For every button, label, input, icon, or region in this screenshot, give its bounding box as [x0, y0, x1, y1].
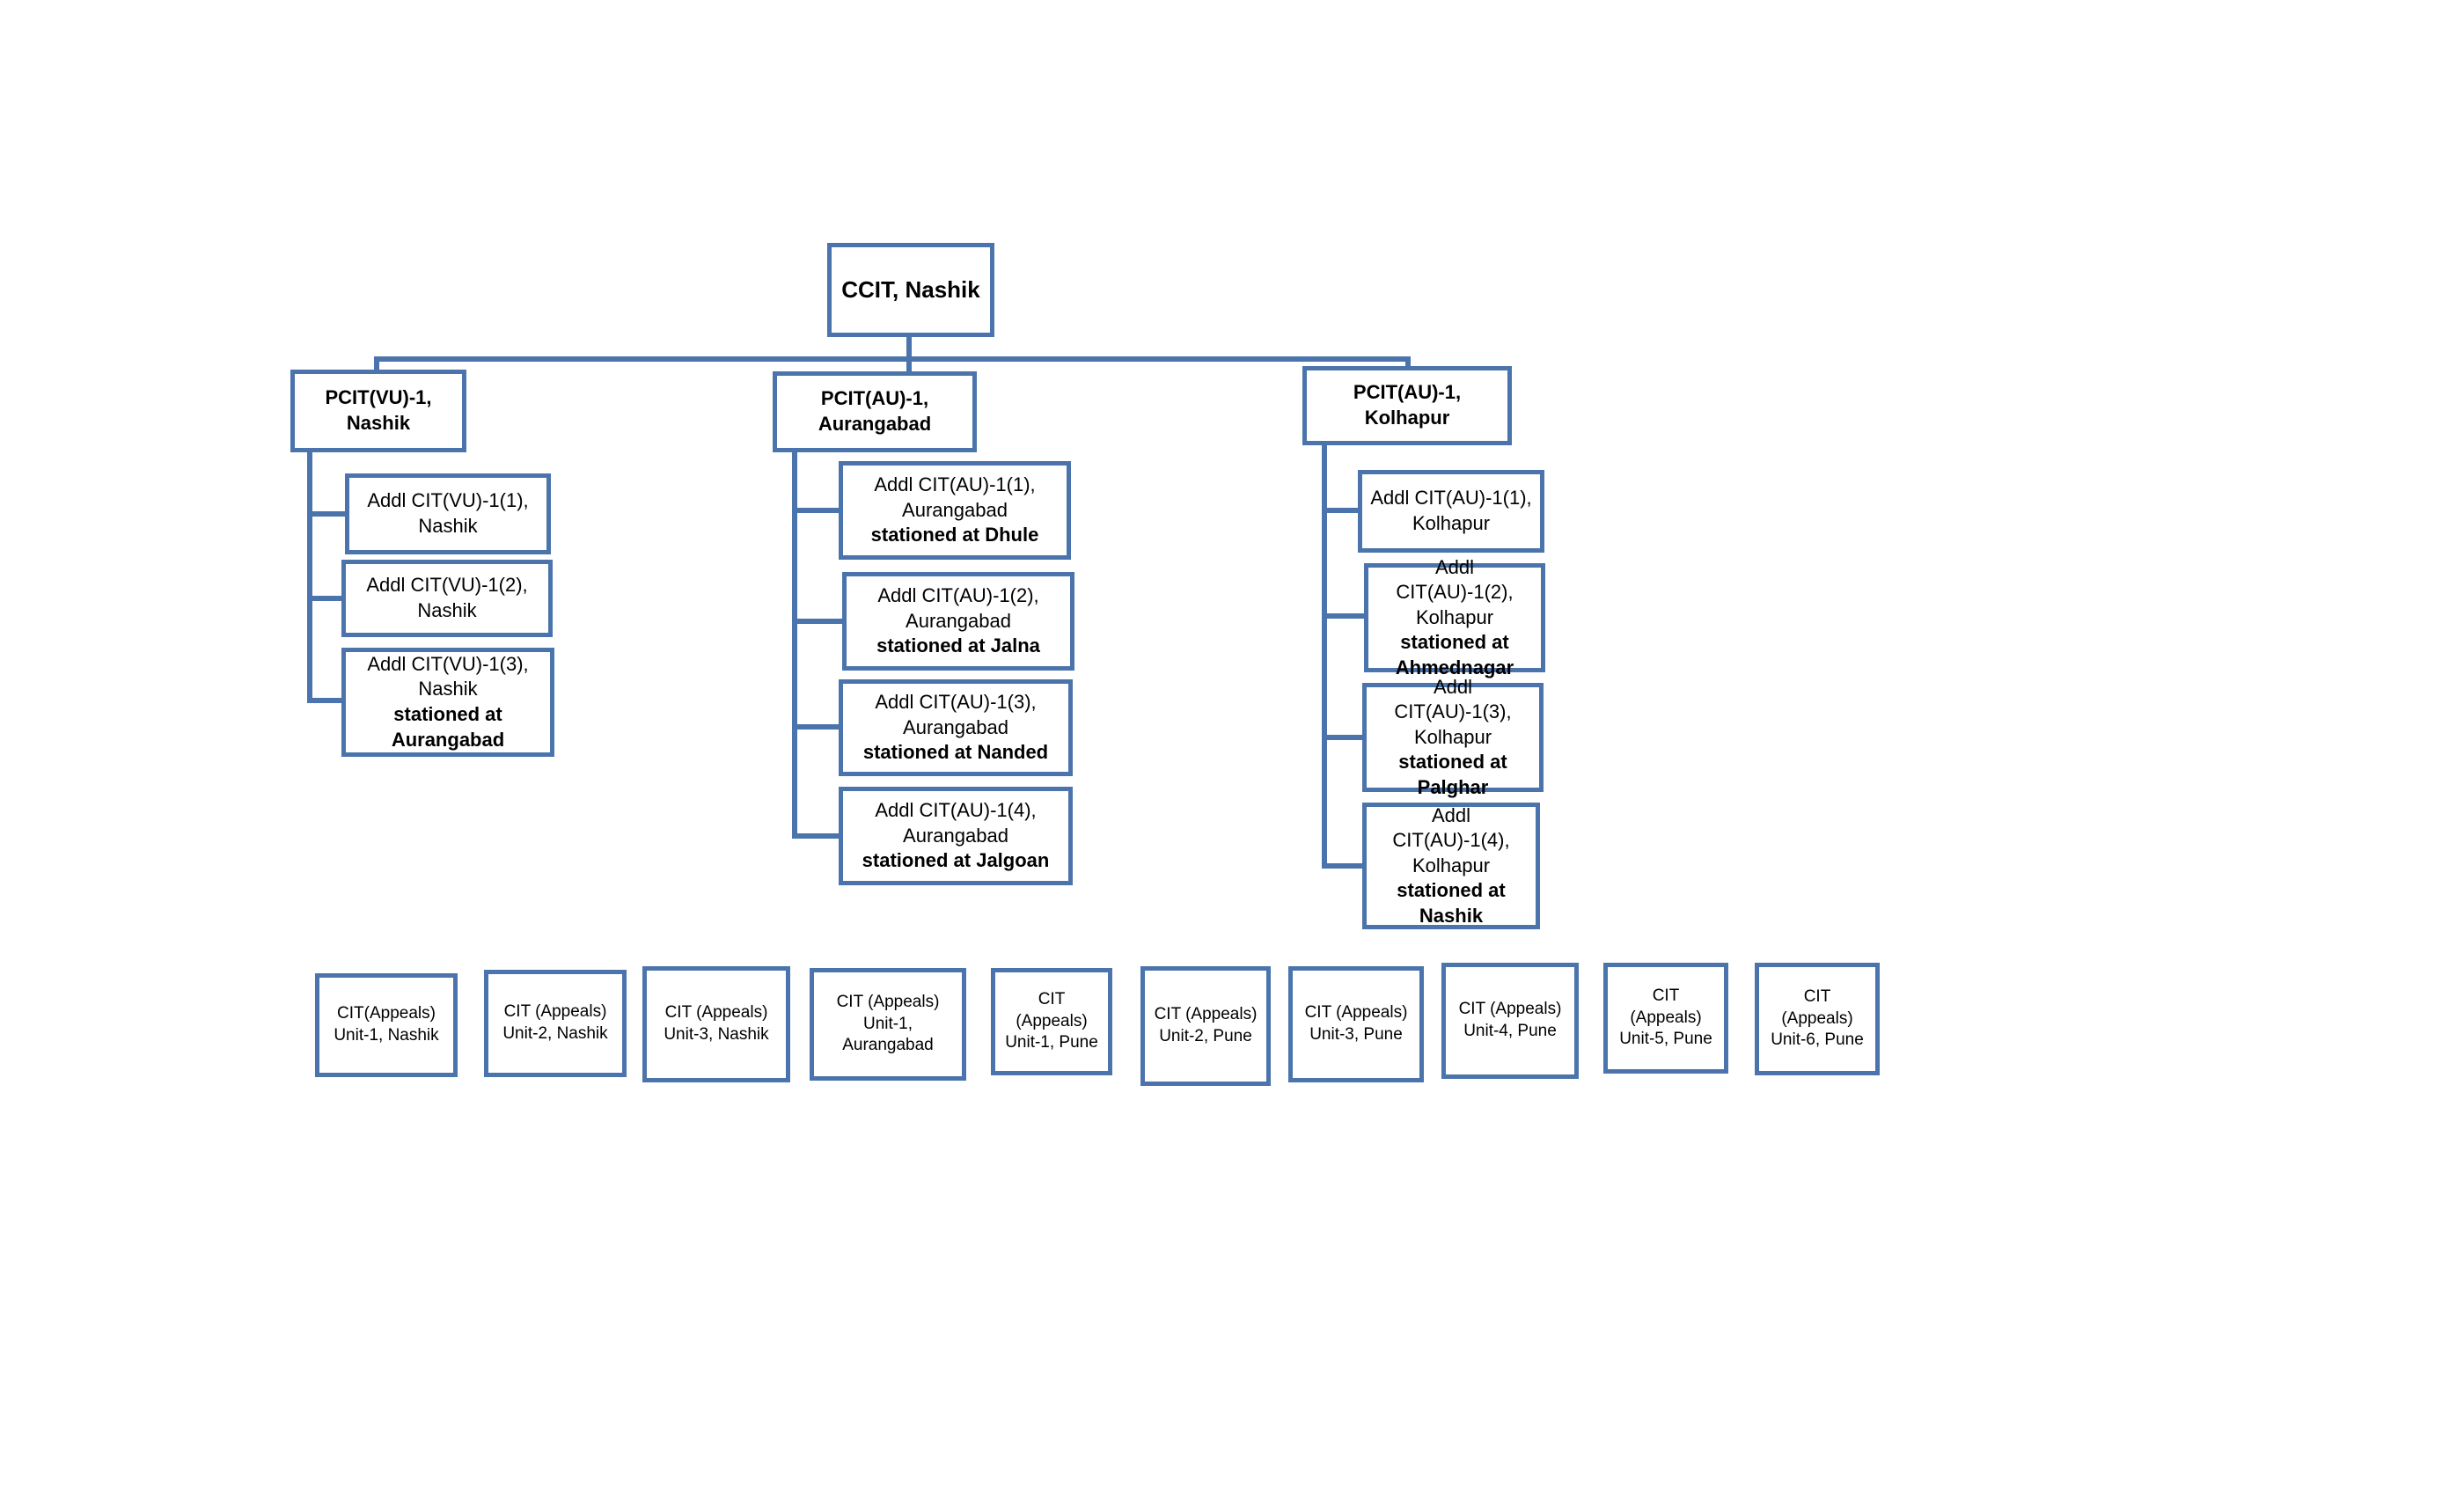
child-station-text: stationed at Dhule	[870, 524, 1039, 546]
child-plain-text: Addl CIT(AU)-1(1), Aurangabad	[874, 473, 1036, 521]
appeals-label: CIT (Appeals) Unit-6, Pune	[1771, 986, 1864, 1050]
branch-node-pcit-au-aurangabad: PCIT(AU)-1, Aurangabad	[773, 371, 977, 452]
child-station-text: stationed at Nashik	[1397, 879, 1506, 927]
child-node: Addl CIT(AU)-1(2), Kolhapur stationed at…	[1364, 556, 1545, 678]
appeals-label: CIT (Appeals) Unit-5, Pune	[1619, 986, 1712, 1049]
appeals-node: CIT (Appeals) Unit-4, Pune	[1441, 963, 1579, 1079]
appeals-label: CIT (Appeals) Unit-3, Pune	[1304, 1003, 1408, 1044]
child-plain-text: Addl CIT(AU)-1(2), Aurangabad	[877, 584, 1039, 632]
appeals-node: CIT (Appeals) Unit-5, Pune	[1603, 963, 1728, 1074]
child-node: Addl CIT(AU)-1(3), Kolhapur stationed at…	[1362, 676, 1544, 798]
root-node: CCIT, Nashik	[827, 243, 994, 337]
child-node: Addl CIT(AU)-1(4), Kolhapur stationed at…	[1362, 803, 1540, 929]
child-node: Addl CIT(AU)-1(4), Aurangabad stationed …	[839, 787, 1073, 885]
child-plain-text: Addl CIT(AU)-1(3), Kolhapur	[1394, 675, 1512, 748]
child-node: Addl CIT(VU)-1(2), Nashik	[341, 560, 553, 637]
appeals-label: CIT (Appeals) Unit-2, Nashik	[502, 1002, 608, 1043]
child-plain-text: Addl CIT(VU)-1(3), Nashik	[367, 652, 529, 700]
appeals-node: CIT (Appeals) Unit-3, Pune	[1288, 966, 1424, 1082]
child-node: Addl CIT(VU)-1(3), Nashik stationed at A…	[341, 648, 554, 757]
child-station-text: stationed at Palghar	[1398, 751, 1507, 798]
child-node: Addl CIT(VU)-1(1), Nashik	[345, 473, 551, 554]
child-plain-text: Addl CIT(VU)-1(1), Nashik	[367, 489, 529, 537]
appeals-label: CIT (Appeals) Unit-1, Pune	[1005, 989, 1098, 1052]
child-plain-text: Addl CIT(AU)-1(1), Kolhapur	[1370, 487, 1532, 534]
child-node: Addl CIT(AU)-1(1), Aurangabad stationed …	[839, 461, 1071, 560]
appeals-node: CIT (Appeals) Unit-6, Pune	[1755, 963, 1880, 1075]
branch-node-pcit-vu-nashik: PCIT(VU)-1, Nashik	[290, 370, 466, 452]
appeals-node: CIT (Appeals) Unit-1, Pune	[991, 968, 1112, 1075]
appeals-label: CIT (Appeals) Unit-4, Pune	[1458, 1000, 1562, 1040]
child-station-text: stationed at Jalgoan	[862, 849, 1050, 872]
root-label: CCIT, Nashik	[841, 275, 980, 303]
appeals-node: CIT (Appeals) Unit-1, Aurangabad	[810, 968, 966, 1081]
appeals-node: CIT(Appeals) Unit-1, Nashik	[315, 973, 458, 1077]
child-plain-text: Addl CIT(AU)-1(3), Aurangabad	[875, 691, 1037, 738]
branch-label: PCIT(AU)-1, Aurangabad	[818, 387, 932, 435]
child-plain-text: Addl CIT(AU)-1(2), Kolhapur	[1396, 555, 1514, 628]
child-plain-text: Addl CIT(AU)-1(4), Aurangabad	[875, 799, 1037, 847]
child-node: Addl CIT(AU)-1(2), Aurangabad stationed …	[842, 572, 1074, 671]
child-station-text: stationed at Jalna	[876, 634, 1040, 657]
appeals-label: CIT (Appeals) Unit-3, Nashik	[664, 1003, 769, 1044]
branch-label: PCIT(AU)-1, Kolhapur	[1353, 381, 1462, 429]
appeals-label: CIT (Appeals) Unit-2, Pune	[1154, 1005, 1258, 1045]
appeals-node: CIT (Appeals) Unit-2, Pune	[1140, 966, 1271, 1086]
branch-node-pcit-au-kolhapur: PCIT(AU)-1, Kolhapur	[1302, 366, 1512, 445]
child-plain-text: Addl CIT(AU)-1(4), Kolhapur	[1392, 803, 1510, 876]
child-node: Addl CIT(AU)-1(1), Kolhapur	[1358, 470, 1544, 553]
branch-label: PCIT(VU)-1, Nashik	[325, 386, 432, 434]
appeals-label: CIT (Appeals) Unit-1, Aurangabad	[836, 992, 940, 1055]
appeals-label: CIT(Appeals) Unit-1, Nashik	[334, 1004, 439, 1045]
child-node: Addl CIT(AU)-1(3), Aurangabad stationed …	[839, 679, 1073, 776]
child-station-text: stationed at Ahmednagar	[1395, 631, 1514, 678]
appeals-node: CIT (Appeals) Unit-3, Nashik	[642, 966, 790, 1082]
child-station-text: stationed at Aurangabad	[391, 703, 505, 751]
child-station-text: stationed at Nanded	[862, 741, 1049, 764]
child-plain-text: Addl CIT(VU)-1(2), Nashik	[366, 574, 528, 621]
appeals-node: CIT (Appeals) Unit-2, Nashik	[484, 970, 627, 1077]
